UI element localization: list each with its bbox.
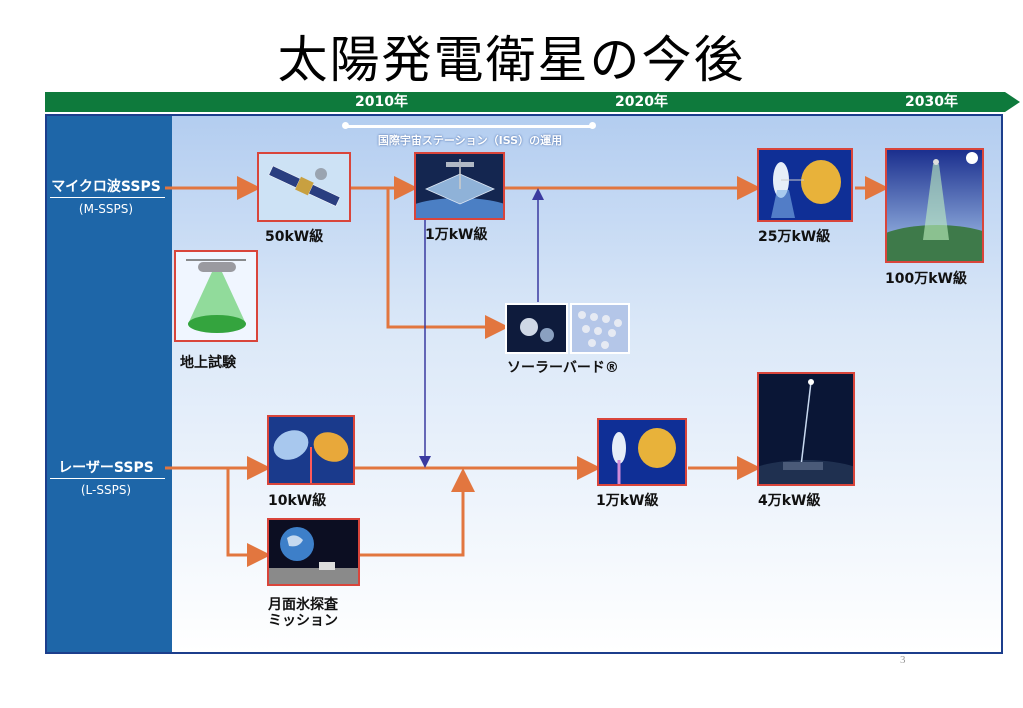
caption-ground-test: 地上試験 xyxy=(180,355,236,371)
ground-test-image xyxy=(174,250,258,342)
row-label-microwave: マイクロ波SSPS xyxy=(51,179,161,195)
iss-period-end xyxy=(589,122,596,129)
caption-m-1000000kw: 100万kW級 xyxy=(885,271,967,287)
row-sub-laser: (L-SSPS) xyxy=(80,483,132,497)
caption-solar-bird: ソーラーバード® xyxy=(507,360,619,376)
laser-40000kw-image xyxy=(757,372,855,486)
ssps-1000000kw-image xyxy=(885,148,984,263)
lunar-mission-image xyxy=(267,518,360,586)
caption-m-10000kw: 1万kW級 xyxy=(425,227,488,243)
iss-10000kw-image xyxy=(414,152,505,220)
row-sub-microwave: (M-SSPS) xyxy=(78,202,134,216)
ssps-250000kw-image xyxy=(757,148,853,222)
timeline-year-2020: 2020年 xyxy=(615,94,668,110)
caption-lunar-line1: 月面氷探査 xyxy=(268,597,338,613)
page-title: 太陽発電衛星の今後 xyxy=(277,31,746,89)
caption-m-50kw: 50kW級 xyxy=(265,229,324,245)
row-label-laser: レーザーSSPS xyxy=(58,460,154,476)
iss-period-start xyxy=(342,122,349,129)
iss-period-label: 国際宇宙ステーション（ISS）の運用 xyxy=(377,134,563,147)
timeline-year-2010: 2010年 xyxy=(355,94,408,110)
caption-l-10kw: 10kW級 xyxy=(268,493,327,509)
page-number: 3 xyxy=(900,654,906,666)
laser-10000kw-image xyxy=(597,418,687,486)
laser-10kw-image xyxy=(267,415,355,485)
caption-l-40000kw: 4万kW級 xyxy=(758,493,821,509)
row-underline-microwave xyxy=(50,197,165,198)
solar-bird-image-1 xyxy=(505,303,568,354)
solar-bird-image-2 xyxy=(570,303,630,354)
timeline-bar xyxy=(45,92,1020,112)
caption-m-250000kw: 25万kW級 xyxy=(758,229,831,245)
caption-lunar-line2: ミッション xyxy=(268,613,338,629)
caption-l-10000kw: 1万kW級 xyxy=(596,493,659,509)
category-sidebar xyxy=(47,116,172,652)
satellite-50kw-image xyxy=(257,152,351,222)
iss-period-line xyxy=(345,125,593,128)
row-underline-laser xyxy=(50,478,165,479)
timeline-year-2030: 2030年 xyxy=(905,94,958,110)
